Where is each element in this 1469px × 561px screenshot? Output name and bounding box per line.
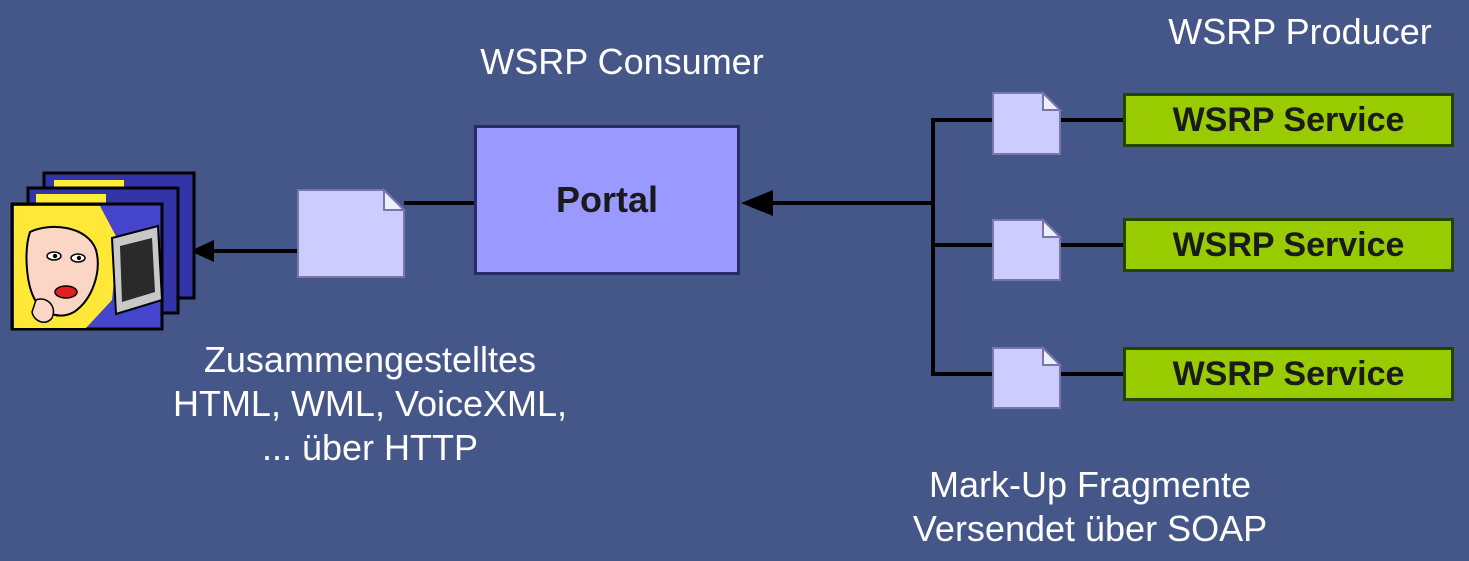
client-caption-line-3: ... über HTTP	[261, 427, 479, 468]
fragment-caption-line-1: Mark-Up Fragmente	[928, 464, 1252, 505]
document-icon	[992, 217, 1063, 281]
arrowhead-to-client	[190, 240, 214, 262]
fragment-caption-line-2: Versendet über SOAP	[912, 508, 1268, 549]
client-caption-line-2: HTML, WML, VoiceXML,	[172, 383, 568, 424]
wsrp-service-box-2: WSRP Service	[1123, 218, 1454, 272]
wsrp-producer-label: WSRP Producer	[1168, 11, 1432, 52]
portal-box: Portal	[474, 125, 740, 275]
document-icon	[297, 187, 407, 278]
connector-lines	[205, 118, 1123, 376]
wsrp-service-label: WSRP Service	[1172, 100, 1405, 139]
wsrp-service-box-3: WSRP Service	[1123, 347, 1454, 401]
client-caption-line-1: Zusammengestelltes	[203, 339, 537, 380]
wsrp-service-box-1: WSRP Service	[1123, 93, 1454, 147]
wsrp-consumer-label: WSRP Consumer	[480, 41, 764, 82]
client-caption: Zusammengestelltes HTML, WML, VoiceXML, …	[100, 338, 640, 470]
document-icon	[992, 345, 1063, 409]
wsrp-service-label: WSRP Service	[1172, 354, 1405, 393]
fragment-caption: Mark-Up Fragmente Versendet über SOAP	[880, 463, 1300, 551]
wsrp-service-label: WSRP Service	[1172, 225, 1405, 264]
document-icon	[992, 90, 1063, 155]
user-at-computer-clipart-icon	[10, 171, 196, 331]
arrowhead-to-portal	[741, 190, 773, 216]
portal-label: Portal	[555, 179, 659, 220]
